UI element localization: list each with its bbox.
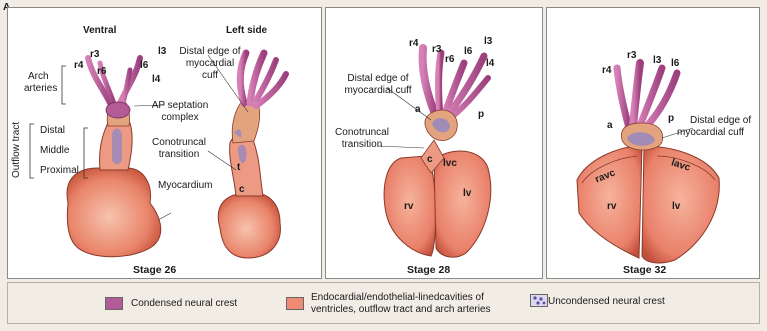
- label-proximal: Proximal: [40, 165, 79, 176]
- left-side-heart: [218, 100, 280, 258]
- label-c: c: [239, 184, 245, 195]
- stage-28-label: Stage 28: [407, 264, 450, 276]
- label-outflow-tract: Outflow tract: [11, 122, 22, 178]
- label-distal-edge-1: Distal edge of: [334, 73, 422, 84]
- label-distal-edge-2: myocardial cuff: [677, 127, 744, 138]
- label-distal-edge-2: myocardial: [169, 58, 251, 69]
- label-ap-septation-1: AP septation: [145, 100, 215, 111]
- label-distal-edge-1: Distal edge of: [690, 115, 751, 126]
- label-r3: r3: [90, 49, 99, 60]
- ventral-arch-arteries: [88, 58, 140, 118]
- label-l6: l6: [140, 60, 148, 71]
- stage-32-drawing: [547, 8, 761, 280]
- label-l6: l6: [671, 58, 679, 69]
- label-ventral: Ventral: [83, 25, 116, 36]
- label-arch-arteries-2: arteries: [24, 83, 57, 94]
- swatch-endocardial: [286, 297, 304, 310]
- label-conotruncal-1: Conotruncal: [148, 137, 210, 148]
- label-t: t: [237, 162, 240, 173]
- label-rv: rv: [404, 201, 413, 212]
- label-p: p: [478, 109, 484, 120]
- label-l3: l3: [158, 46, 166, 57]
- label-conotruncal-2: transition: [331, 139, 393, 150]
- legend-neural-crest: Condensed neural crest: [131, 298, 237, 310]
- label-conotruncal-2: transition: [148, 149, 210, 160]
- label-p: p: [668, 113, 674, 124]
- panel-stage-32: r3 r4 l3 l6 a p Distal edge of myocardia…: [546, 7, 760, 279]
- stage-32-heart: [577, 123, 719, 263]
- label-r3: r3: [627, 50, 636, 61]
- label-r6: r6: [97, 66, 106, 77]
- stage-26-label: Stage 26: [133, 264, 176, 276]
- label-middle: Middle: [40, 145, 69, 156]
- label-r4: r4: [74, 60, 83, 71]
- label-r4: r4: [409, 38, 418, 49]
- label-r3: r3: [432, 44, 441, 55]
- legend-endocardial-2: ventricles, outflow tract and arch arter…: [311, 304, 491, 316]
- label-r6: r6: [445, 54, 454, 65]
- label-ap-septation-2: complex: [145, 112, 215, 123]
- label-lv: lv: [463, 188, 471, 199]
- label-a: a: [415, 104, 421, 115]
- legend-unconden: Uncondensed neural crest: [548, 296, 665, 308]
- label-conotruncal-1: Conotruncal: [331, 127, 393, 138]
- outflow-tract-bracket: [30, 124, 34, 178]
- label-l3: l3: [653, 55, 661, 66]
- swatch-unconden: [530, 294, 548, 307]
- unconden-pattern-icon: [531, 295, 547, 306]
- legend-endocardial-1: Endocardial/endothelial-linedcavities of: [311, 292, 484, 304]
- legend: Condensed neural crest Endocardial/endot…: [7, 282, 760, 324]
- ventral-heart: [67, 103, 161, 257]
- label-distal: Distal: [40, 125, 65, 136]
- label-lvc: lvc: [443, 158, 457, 169]
- label-distal-edge-3: cuff: [169, 70, 251, 81]
- panel-stage-28: r4 r3 r6 l6 l3 l4 Distal edge of myocard…: [325, 7, 543, 279]
- label-c: c: [427, 154, 433, 165]
- label-lv: lv: [672, 201, 680, 212]
- label-left-side: Left side: [226, 25, 267, 36]
- stage-32-label: Stage 32: [623, 264, 666, 276]
- label-arch-arteries-1: Arch: [28, 71, 49, 82]
- label-l6: l6: [464, 46, 472, 57]
- label-distal-edge-1: Distal edge of: [169, 46, 251, 57]
- label-a: a: [607, 120, 613, 131]
- label-l3: l3: [484, 36, 492, 47]
- stage-28-heart: [384, 110, 491, 257]
- leader-line: [158, 213, 171, 220]
- label-l4: l4: [152, 74, 160, 85]
- label-rv: rv: [607, 201, 616, 212]
- arch-arteries-bracket: [62, 66, 66, 104]
- label-myocardium: Myocardium: [158, 180, 212, 191]
- swatch-neural-crest: [105, 297, 123, 310]
- label-r4: r4: [602, 65, 611, 76]
- label-l4: l4: [486, 58, 494, 69]
- panel-stage-26: Ventral Left side r3 r4 r6 l3 l6 l4 Arch…: [7, 7, 322, 279]
- label-distal-edge-2: myocardial cuff: [334, 85, 422, 96]
